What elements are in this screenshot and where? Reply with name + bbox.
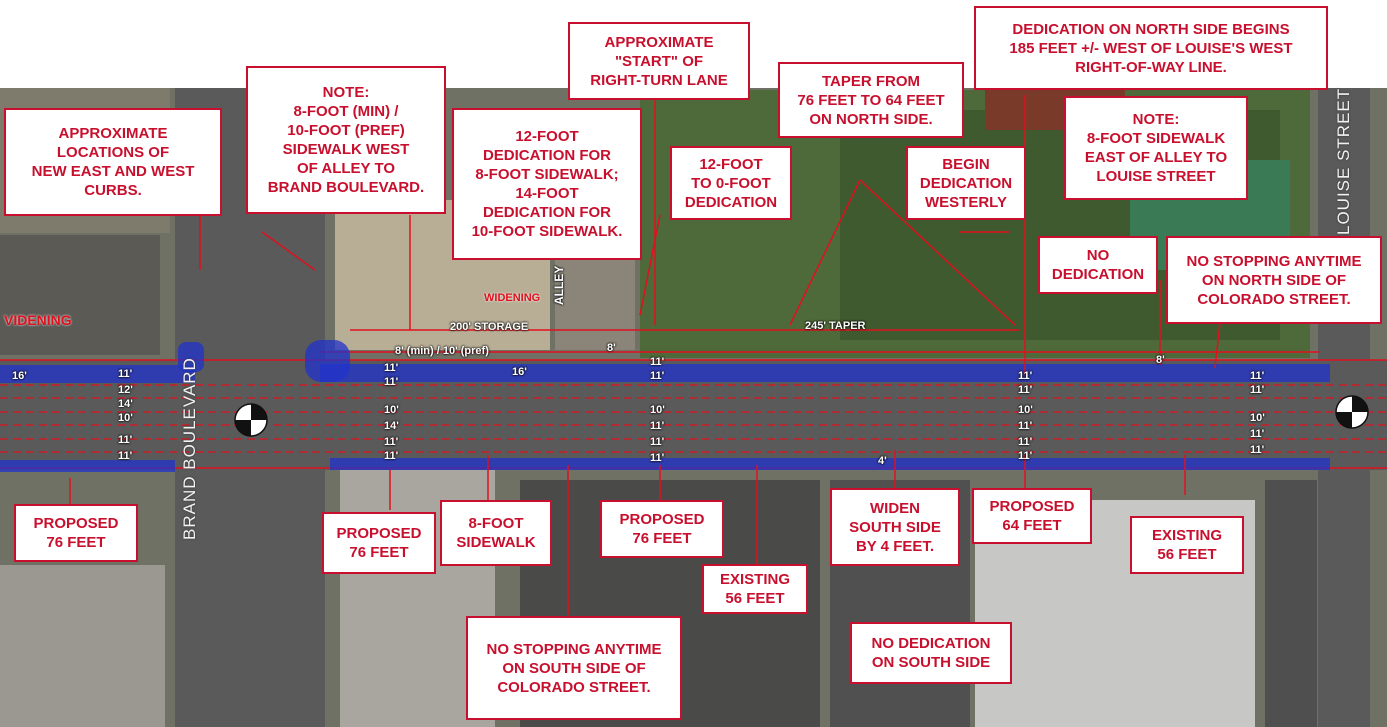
lane-10-c: 10' xyxy=(650,404,665,416)
callout-no-dedication: NO DEDICATION xyxy=(1038,236,1158,294)
callout-note-sidewalk-east: NOTE: 8-FOOT SIDEWALK EAST OF ALLEY TO L… xyxy=(1064,96,1248,200)
callout-sidewalk-8: 8-FOOT SIDEWALK xyxy=(440,500,552,566)
lane-10-b: 10' xyxy=(384,404,399,416)
callout-proposed-64: PROPOSED 64 FEET xyxy=(972,488,1092,544)
callout-existing-56-east: EXISTING 56 FEET xyxy=(1130,516,1244,574)
callout-existing-56-mid: EXISTING 56 FEET xyxy=(702,564,808,614)
lane-11-u: 11' xyxy=(1250,444,1265,456)
lane-11-b: 11' xyxy=(384,362,399,374)
building-sw xyxy=(0,565,165,727)
storage-label: 200' STORAGE xyxy=(450,321,529,333)
callout-proposed-76-mid1: PROPOSED 76 FEET xyxy=(322,512,436,574)
lane-11-n: 11' xyxy=(650,420,665,432)
callout-taper-76-64: TAPER FROM 76 FEET TO 64 FEET ON NORTH S… xyxy=(778,62,964,138)
dim-8-east: 8' xyxy=(1156,354,1165,366)
lane-11-t: 11' xyxy=(1250,428,1265,440)
lane-11-e: 11' xyxy=(650,370,665,382)
parking-se xyxy=(1265,480,1317,727)
dim-8-mid: 8' xyxy=(607,342,616,354)
callout-dedication-north-begins: DEDICATION ON NORTH SIDE BEGINS 185 FEET… xyxy=(974,6,1328,90)
dim-16-left: 16' xyxy=(12,370,27,382)
louise-street-label: LOUISE STREET xyxy=(1334,87,1353,235)
lane-11-o: 11' xyxy=(650,436,665,448)
leader-lines xyxy=(69,95,1221,615)
lane-11-r: 11' xyxy=(1018,436,1033,448)
widening-zones xyxy=(0,340,1330,472)
lane-14-a: 14' xyxy=(118,398,133,410)
brand-boulevard-label: BRAND BOULEVARD xyxy=(180,357,199,540)
lane-14-b: 14' xyxy=(384,420,399,432)
lane-11-l: 11' xyxy=(384,436,399,448)
callout-begin-dedication: BEGIN DEDICATION WESTERLY xyxy=(906,146,1026,220)
lane-11-p: 11' xyxy=(650,452,665,464)
lane-11-q: 11' xyxy=(1018,420,1033,432)
lane-11-m: 11' xyxy=(384,450,399,462)
lane-11-j: 11' xyxy=(118,434,133,446)
dim-16-mid: 16' xyxy=(512,366,527,378)
alley-label: ALLEY xyxy=(552,265,566,305)
callout-note-sidewalk-west: NOTE: 8-FOOT (MIN) / 10-FOOT (PREF) SIDE… xyxy=(246,66,446,214)
north-arrow-west xyxy=(234,403,268,437)
callout-start-right-turn: APPROXIMATE "START" OF RIGHT-TURN LANE xyxy=(568,22,750,100)
lane-11-c: 11' xyxy=(384,376,399,388)
callout-proposed-76-mid2: PROPOSED 76 FEET xyxy=(600,500,724,558)
callout-proposed-76-west: PROPOSED 76 FEET xyxy=(14,504,138,562)
taper-label: 245' TAPER xyxy=(805,320,866,332)
lane-10-e: 10' xyxy=(1250,412,1265,424)
lane-11-s: 11' xyxy=(1018,450,1033,462)
callout-no-stopping-north: NO STOPPING ANYTIME ON NORTH SIDE OF COL… xyxy=(1166,236,1382,324)
lane-11-d: 11' xyxy=(650,356,665,368)
parking-lot-nw xyxy=(0,235,160,355)
dim-4: 4' xyxy=(878,455,887,467)
callout-approx-curbs: APPROXIMATE LOCATIONS OF NEW EAST AND WE… xyxy=(4,108,222,216)
lane-11-g: 11' xyxy=(1018,384,1033,396)
lane-11-k: 11' xyxy=(118,450,133,462)
callout-no-dedication-south: NO DEDICATION ON SOUTH SIDE xyxy=(850,622,1012,684)
callout-widen-south: WIDEN SOUTH SIDE BY 4 FEET. xyxy=(830,488,960,566)
lane-12-a: 12' xyxy=(118,384,133,396)
north-arrow-east xyxy=(1335,395,1369,429)
lane-11-i: 11' xyxy=(1250,384,1265,396)
lane-lines xyxy=(0,384,1387,453)
widening-label-alley: WIDENING xyxy=(484,292,541,304)
lane-10-d: 10' xyxy=(1018,404,1033,416)
callout-dedication-12-14: 12-FOOT DEDICATION FOR 8-FOOT SIDEWALK; … xyxy=(452,108,642,260)
widening-label-left: VIDENING xyxy=(4,312,72,328)
lane-11-a: 11' xyxy=(118,368,133,380)
lane-11-f: 11' xyxy=(1018,370,1033,382)
callout-no-stopping-south: NO STOPPING ANYTIME ON SOUTH SIDE OF COL… xyxy=(466,616,682,720)
sidewalk-dims-label: 8' (min) / 10' (pref) xyxy=(395,345,489,357)
callout-dedication-12-0: 12-FOOT TO 0-FOOT DEDICATION xyxy=(670,146,792,220)
lane-10-a: 10' xyxy=(118,412,133,424)
lane-11-h: 11' xyxy=(1250,370,1265,382)
